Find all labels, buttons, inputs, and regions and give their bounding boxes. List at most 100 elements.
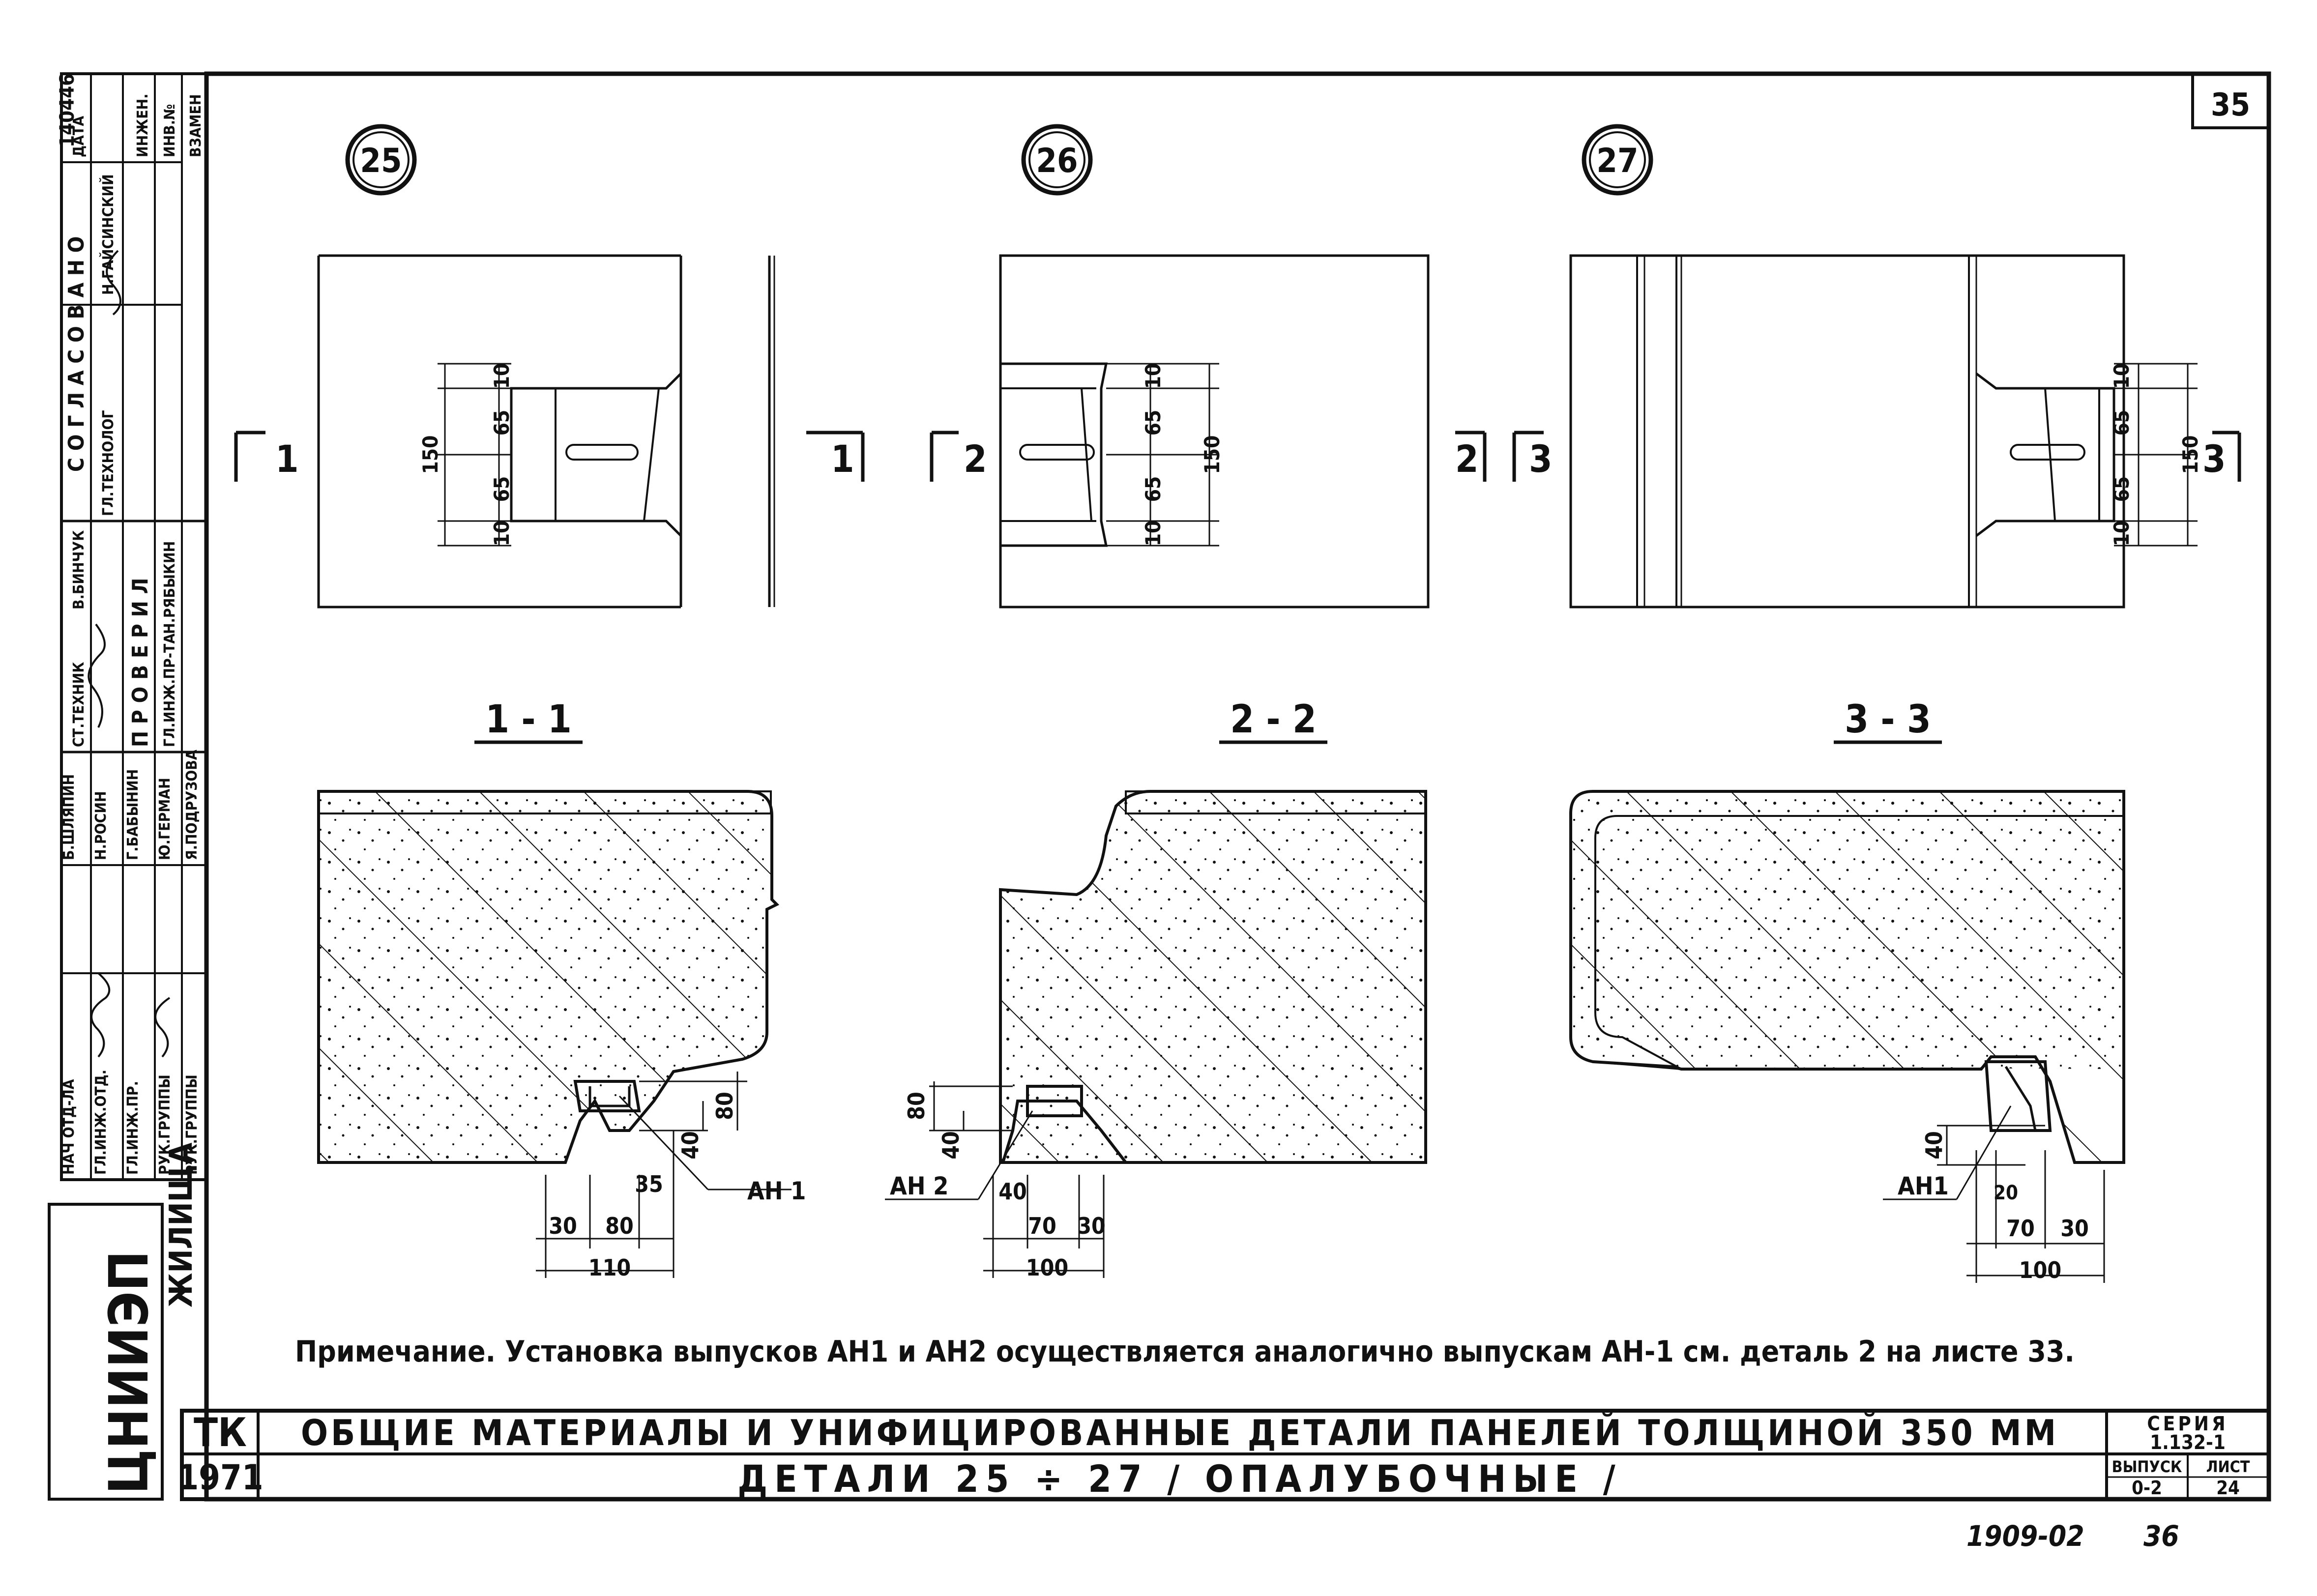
detail-number-circle (345, 124, 417, 196)
title-block: ТК 1971 ОБЩИЕ МАТЕРИАЛЫ И УНИФИЦИРОВАННЫ… (177, 1409, 2271, 1501)
series-value: 1.132-1 (2150, 1431, 2226, 1454)
dim: 30 (1077, 1213, 1106, 1239)
staff-role-1: НАЧ ОТД-ЛА (60, 1079, 78, 1175)
dim: 40 (1921, 1131, 1947, 1160)
pocket-outline (1000, 362, 1108, 547)
staff-role-3: ГЛ.ИНЖ.ПР. (124, 1081, 142, 1175)
staff-role-5: РУК.ГРУППЫ (183, 1074, 201, 1175)
dim: 10 (2110, 363, 2134, 389)
series-label: СЕРИЯ (2147, 1413, 2228, 1435)
detail-number: 27 (1596, 142, 1638, 180)
cut-mark: 3 (2202, 437, 2226, 481)
staff-name-5: Я.ПОДРУЗОВА (183, 750, 201, 860)
staff-name-2: Н.РОСИН (92, 791, 110, 860)
agreed-date-label: ДАТА (70, 116, 88, 157)
drawing-title: ОБЩИЕ МАТЕРИАЛЫ И УНИФИЦИРОВАННЫЕ ДЕТАЛИ… (301, 1412, 2059, 1453)
org-name: ЦНИИЭП (97, 1250, 160, 1494)
dim: 10 (2110, 521, 2134, 547)
inv-label: ИНВ.№ (161, 104, 178, 157)
staff-name-3: Г.БАБЫНИН (124, 769, 142, 860)
dim: 110 (588, 1254, 631, 1281)
cut-mark: 1 (275, 437, 299, 481)
note: Примечание. Установка выпусков АН1 и АН2… (295, 1335, 2075, 1369)
detail-number-circle (1582, 124, 1653, 196)
org-logo-box (48, 1203, 164, 1501)
sheet-number: 35 (2211, 87, 2250, 123)
cut-mark: 3 (1529, 437, 1553, 481)
signature (90, 972, 111, 1058)
agreed-role-2: ИНЖЕН. (134, 93, 151, 157)
dim: 40 (938, 1131, 964, 1160)
dim: 10 (1141, 363, 1165, 389)
sheet-number-box (2191, 72, 2270, 129)
staff-name-4: Ю.ГЕРМАН (156, 778, 174, 860)
cut-mark: 2 (1455, 437, 1479, 481)
org-sub: ЖИЛИЩА (163, 1142, 200, 1307)
detail-25: 25 10 65 65 10 150 1 1 1 - 1 (234, 124, 865, 1281)
sheet-value: 24 (2216, 1477, 2240, 1499)
checked-name-1: В.БИНЧУК (70, 530, 88, 609)
staff-role-4: РУК.ГРУППЫ (156, 1074, 174, 1175)
dim: 65 (490, 476, 514, 502)
dim: 30 (2060, 1215, 2089, 1242)
signature (88, 623, 106, 728)
detail-26: 26 10 65 65 10 150 2 2 2 - 2 (885, 124, 1487, 1281)
dim: 80 (711, 1092, 738, 1120)
dim: 70 (2006, 1215, 2035, 1242)
staff-role-2: ГЛ.ИНЖ.ОТД. (92, 1070, 110, 1175)
dim-total: 150 (418, 435, 442, 474)
signature (106, 250, 121, 316)
dim: 40 (677, 1131, 704, 1160)
checked-role-2: ГЛ.ИНЖ.ПР-ТА (161, 634, 178, 747)
agreed-role-1: ГЛ.ТЕХНОЛОГ (100, 410, 117, 516)
dim: 40 (998, 1178, 1027, 1205)
detail-number: 26 (1036, 142, 1078, 180)
detail-number: 25 (360, 142, 402, 180)
dim: 65 (1141, 410, 1165, 436)
detail-27: 27 10 65 65 10 150 3 3 3 - 3 (1512, 124, 2241, 1283)
dim: 10 (490, 363, 514, 389)
drawing-subtitle: ДЕТАЛИ 25 ÷ 27 / ОПАЛУБОЧНЫЕ / (737, 1457, 1622, 1501)
left-stamp: С О Г Л А С О В А Н О ГЛ.ТЕХНОЛОГ Н.ГАЙС… (48, 72, 208, 1501)
sheet-border (204, 71, 2271, 1502)
slot (2010, 444, 2085, 461)
dim: 65 (1141, 476, 1165, 502)
inventory-number: 140446 (56, 74, 79, 147)
cut-mark: 2 (964, 437, 987, 481)
signature (154, 997, 171, 1058)
staff-name-1: Б.ШЛЯПИН (60, 774, 78, 860)
checked-header: П Р О В Е Р И Л (128, 578, 153, 747)
sheet-label: ЛИСТ (2206, 1457, 2250, 1476)
checked-name-2: Н.РЯБЫКИН (161, 541, 178, 634)
code: ТК (194, 1410, 247, 1455)
issue-value: 0-2 (2132, 1477, 2162, 1499)
dim: 80 (903, 1092, 930, 1120)
dim: 10 (1141, 521, 1165, 547)
dim-total: 150 (2178, 435, 2202, 474)
dim: 80 (605, 1213, 634, 1239)
dim: 20 (1994, 1182, 2018, 1204)
page-number: 36 (2143, 1519, 2179, 1553)
dim: 65 (2110, 410, 2134, 436)
finish-layer (318, 790, 772, 814)
finish-layer (1125, 790, 1427, 814)
anchor-label: АН 2 (890, 1172, 948, 1200)
archive-number: 1909-02 (1966, 1519, 2084, 1553)
section-title: 3 - 3 (1845, 697, 1931, 742)
agreed-header: С О Г Л А С О В А Н О (64, 236, 89, 472)
dim: 30 (549, 1213, 577, 1239)
slot (565, 444, 639, 461)
cut-mark: 1 (831, 437, 854, 481)
anchor-ah1 (1984, 1060, 2052, 1132)
year: 1971 (177, 1457, 263, 1498)
plan-outline (999, 254, 1430, 609)
finish-layer (1570, 790, 2125, 1070)
dim: 65 (490, 410, 514, 436)
checked-role-1: СТ.ТЕХНИК (70, 662, 88, 747)
anchor-ah2 (1026, 1085, 1083, 1117)
dim: 70 (1028, 1213, 1056, 1239)
slot (1019, 444, 1095, 461)
anchor-label: АН1 (1898, 1172, 1949, 1200)
dim: 100 (1026, 1254, 1068, 1281)
anchor-ah1 (573, 1080, 641, 1112)
